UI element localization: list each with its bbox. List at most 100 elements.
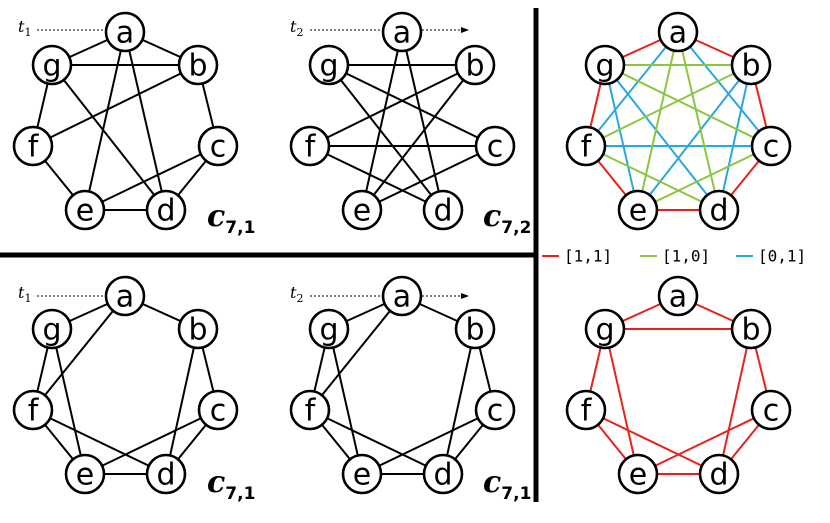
panel-dividers [0,8,539,502]
bottom-middle-node-g: g [308,308,350,350]
top-left-t1-node-d: d [145,189,187,231]
top-left-t1-edge-ad [124,31,167,211]
bottom-middle-node-e: e [341,453,383,495]
bottom-middle-time-label-base: t [290,283,297,302]
top-right-node-a-circle [657,11,699,53]
top-middle-edge-ad [401,31,444,211]
bottom-right-node-e-circle [617,453,659,495]
top-middle-node-d-circle [422,189,464,231]
top-left-t1-edge-bf [32,64,199,147]
top-left-t2-caption-base: c [207,199,225,234]
top-left-t1-node-a: a [104,11,146,53]
bottom-right-node-a: a [657,275,699,317]
top-middle-node-b: b [454,44,496,86]
bottom-right-node-f-label: f [581,394,593,429]
top-right-node-g: g [584,44,626,86]
bottom-right-node-e-label: e [629,458,647,493]
legend-label-0: [1,1] [564,247,612,266]
legend-item-0: [1,1] [542,247,612,266]
bottom-middle-time-label-sub: 2 [296,292,303,305]
legend-label-2: [0,1] [758,247,806,266]
top-middle-node-g-circle [308,44,350,86]
top-left-t1-node-c-circle [197,125,239,167]
top-left-t1-time-label-sub: 1 [24,26,31,39]
top-left-t1-node-c: c [197,125,239,167]
bottom-left-time-label-sub: 1 [24,292,31,305]
top-left-t1-node-d-label: d [156,194,175,229]
bottom-left-node-d-label: d [156,458,175,493]
top-middle-edge-ce [361,145,496,211]
top-left-t1-node-c-label: c [210,130,227,165]
bottom-right-edge-bd [718,328,752,475]
top-right-node-f-label: f [581,130,593,165]
bottom-middle-edge-bd [442,328,476,475]
bottom-middle-node-d-label: d [433,458,452,493]
bottom-middle-node-f-circle [289,389,331,431]
top-right-node-f-circle [565,125,607,167]
bottom-left-node-g-label: g [42,313,61,348]
bottom-right-node-a-label: a [669,280,687,315]
bottom-right-node-b: b [730,308,772,350]
bottom-middle-node-g-label: g [319,313,338,348]
top-middle-node-c: c [474,125,516,167]
bottom-middle-node-a-label: a [393,280,411,315]
top-right-node-b: b [730,44,772,86]
bottom-right-node-b-circle [730,308,772,350]
bottom-left-node-f: f [12,389,54,431]
bottom-left-caption: c7,1 [207,465,255,504]
top-left-t1-node-b: b [177,44,219,86]
top-middle-node-g-label: g [319,49,338,84]
bottom-left-node-a: a [104,275,146,317]
bottom-right-node-d-circle [698,453,740,495]
top-right-blue-edge-gd [604,64,720,211]
top-left-t1-node-g-label: g [42,49,61,84]
top-left-t1-node-f: f [12,125,54,167]
bottom-right-edge-ce [637,409,772,475]
top-right-blue-edge-bd [718,64,752,211]
top-middle-edge-gd [328,64,444,211]
bottom-middle-node-a: a [381,275,423,317]
top-right-node-d: d [698,189,740,231]
top-middle-caption-sub: 7,2 [501,218,531,238]
top-right-node-b-circle [730,44,772,86]
top-middle-node-d: d [422,189,464,231]
bottom-left-node-b: b [177,308,219,350]
bottom-middle-caption-sub: 7,1 [501,484,531,504]
top-left-t1-time-label: t1 [18,17,31,39]
top-middle-edge-be [361,64,476,211]
top-middle-node-g: g [308,44,350,86]
top-left-t1-edge-ce [84,145,219,211]
bottom-right-node-d: d [698,453,740,495]
top-right-node-e-circle [617,189,659,231]
top-middle-node-b-circle [454,44,496,86]
top-left-t1-node-a-circle [104,11,146,53]
bottom-left-node-c: c [197,389,239,431]
bottom-middle-node-a-circle [381,275,423,317]
bottom-right-node-f-circle [565,389,607,431]
bottom-left-node-a-circle [104,275,146,317]
top-middle-node-c-label: c [487,130,504,165]
bottom-middle-node-c-circle [474,389,516,431]
bottom-left-node-b-label: b [188,313,207,348]
top-right-node-d-label: d [709,194,728,229]
top-right-blue-edge-ge [604,64,639,211]
top-right-node-c-label: c [763,130,780,165]
top-left-t1-node-f-label: f [28,130,40,165]
bottom-middle-node-e-circle [341,453,383,495]
legend-label-1: [1,0] [662,247,710,266]
edge-legend: [1,1] [1,0] [0,1] [542,247,806,266]
top-right-node-g-circle [584,44,626,86]
top-middle-node-f-label: f [305,130,317,165]
top-right-node-c: c [750,125,792,167]
top-right-green-edge-fd [585,145,720,211]
bottom-right-node-c: c [750,389,792,431]
top-right-node-a-label: a [669,16,687,51]
legend-item-2: [0,1] [736,247,806,266]
top-left-t1-node-f-circle [12,125,54,167]
graph-nodes: abcdefgabcdefgabcdefgabcdefgabcdefgabcde… [12,11,792,495]
top-right-node-e: e [617,189,659,231]
bottom-middle-caption: c7,1 [483,465,531,504]
top-left-t1-node-b-circle [177,44,219,86]
bottom-left-edge-ge [51,328,86,475]
